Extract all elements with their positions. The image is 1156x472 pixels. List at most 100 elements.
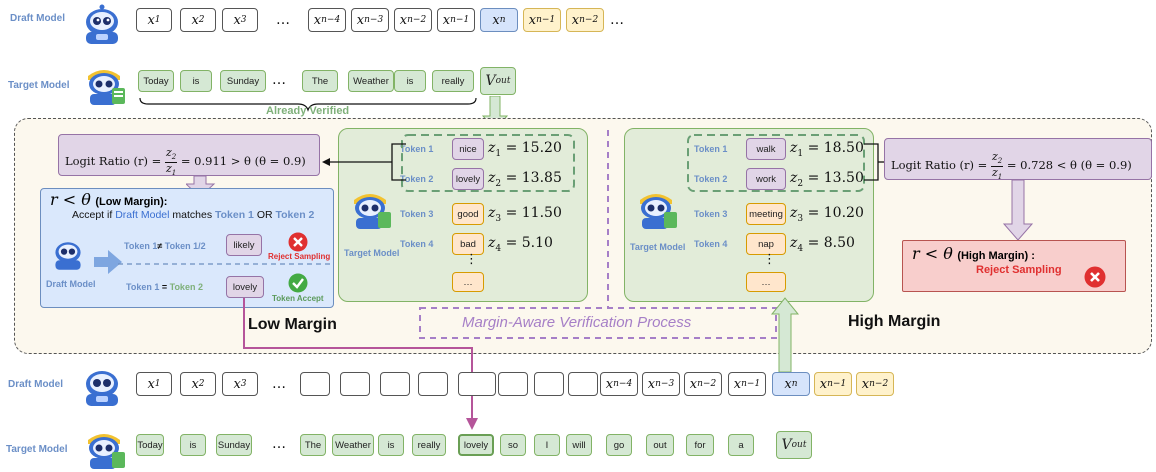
already-verified-brace <box>139 97 477 112</box>
right-logit-ratio-box: Logit Ratio (r) = z2 z1 = 0.728 < θ (θ =… <box>884 138 1152 180</box>
target-token: Today <box>136 434 164 456</box>
empty-draft-slot <box>498 372 528 396</box>
right-logit-arrow <box>1002 180 1034 241</box>
logit-value: z1 = 15.20 <box>488 140 562 159</box>
more-tokens-dots: ⋮ <box>763 252 777 267</box>
accept-path-arrow <box>243 298 478 430</box>
target-token: is <box>394 70 426 92</box>
candidate-token: nap <box>746 233 786 255</box>
bottom-target-robot-icon <box>88 434 125 469</box>
left-draft-arrow <box>94 250 122 274</box>
high-margin-condition: r < θ (High Margin) : <box>912 244 1035 263</box>
top-target-ellipsis: … <box>272 72 287 88</box>
left-logit-fraction: z2 z1 <box>164 146 178 177</box>
left-dashed-divider <box>118 263 334 265</box>
candidate-token: nice <box>452 138 484 160</box>
high-margin-title: High Margin <box>848 313 941 330</box>
empty-draft-slot <box>300 372 330 396</box>
target-token: I <box>534 434 560 456</box>
left-draft-robot-icon <box>55 242 81 270</box>
target-token: is <box>180 434 206 456</box>
target-token: The <box>302 70 338 92</box>
low-target-model-label: Target Model <box>344 248 400 258</box>
left-row2-status: Token Accept <box>272 294 324 303</box>
low-margin-condition: r < θ (Low Margin): <box>50 190 168 209</box>
high-top2-dashed-box <box>687 134 865 192</box>
low-top2-dashed-box <box>401 134 575 192</box>
target-token: Weather <box>348 70 394 92</box>
token-rank-label: Token 3 <box>694 209 728 219</box>
logit-value: z4 = 5.10 <box>488 235 553 254</box>
target-token: Weather <box>332 434 374 456</box>
left-logit-ratio-box: Logit Ratio (r) = z2 z1 = 0.911 > θ (θ =… <box>58 134 320 176</box>
candidate-token: bad <box>452 233 484 255</box>
top-draft-model-label: Draft Model <box>10 13 65 24</box>
left-logit-rest: = 0.911 > θ (θ = 0.9) <box>180 154 306 169</box>
target-token: lovely <box>458 434 494 456</box>
empty-draft-slot <box>340 372 370 396</box>
candidate-token: good <box>452 203 484 225</box>
more-tokens-dots: ⋮ <box>465 252 479 267</box>
candidate-token: walk <box>746 138 786 160</box>
right-logit-prefix: Logit Ratio (r) = <box>891 158 991 173</box>
token-rank-label: Token 3 <box>400 209 434 219</box>
low-margin-accept-rule: Accept if Draft Model matches Token 1 OR… <box>72 209 315 221</box>
target-token: Today <box>138 70 174 92</box>
high-target-robot-icon <box>640 194 677 229</box>
bottom-draft-robot-icon <box>86 371 118 406</box>
target-token: out <box>646 434 674 456</box>
token-rank-label: Token 1 <box>694 144 728 154</box>
token-rank-label: Token 4 <box>694 239 728 249</box>
logit-value: z3 = 11.50 <box>488 205 562 224</box>
token-rank-label: Token 2 <box>400 174 434 184</box>
margin-process-label: Margin-Aware Verification Process <box>462 314 692 331</box>
target-token: The <box>300 434 326 456</box>
margin-process-outline <box>419 130 777 339</box>
low-bracket-connector <box>322 143 406 181</box>
low-target-robot-icon <box>354 194 391 229</box>
bottom-draft-ellipsis: … <box>272 376 287 392</box>
candidate-token: lovely <box>452 168 484 190</box>
xn-up-arrow <box>770 297 800 372</box>
empty-draft-slot <box>458 372 496 396</box>
low-margin-rule-box <box>40 188 334 308</box>
right-logit-rest: = 0.728 < θ (θ = 0.9) <box>1006 158 1132 173</box>
target-token: is <box>378 434 404 456</box>
candidate-token: work <box>746 168 786 190</box>
token-rank-label: Token 1 <box>400 144 434 154</box>
high-margin-reject-label: Reject Sampling <box>976 264 1062 276</box>
left-row2-condition: Token 1 = Token 2 <box>126 282 203 292</box>
target-token: a <box>728 434 754 456</box>
top-target-model-label: Target Model <box>8 80 70 91</box>
left-row1-word: likely <box>226 234 262 256</box>
more-tokens-box: … <box>452 272 484 292</box>
low-margin-title: Low Margin <box>248 316 337 333</box>
accept-icon <box>288 273 308 293</box>
empty-draft-slot <box>380 372 410 396</box>
target-token: will <box>566 434 592 456</box>
target-token: for <box>686 434 714 456</box>
top-draft-robot-icon <box>86 4 118 44</box>
empty-draft-slot <box>418 372 448 396</box>
logit-value: z2 = 13.85 <box>488 170 562 189</box>
left-draft-model-label: Draft Model <box>46 279 96 289</box>
target-token: Sunday <box>216 434 252 456</box>
bottom-target-ellipsis: … <box>272 436 287 452</box>
